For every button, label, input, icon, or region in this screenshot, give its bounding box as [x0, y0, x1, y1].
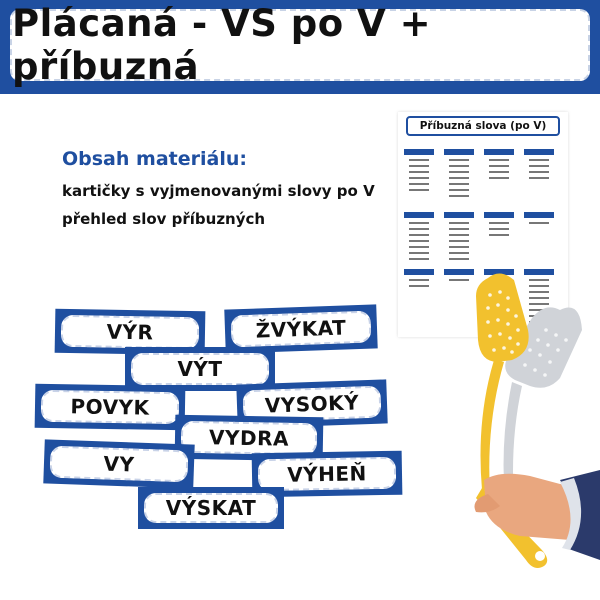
preview-word-line	[409, 246, 429, 248]
card-word: VÝT	[177, 357, 223, 381]
preview-word-line	[489, 165, 509, 167]
preview-word-line	[489, 222, 509, 224]
preview-word-line	[449, 258, 469, 260]
preview-word-line	[529, 171, 549, 173]
title-box: Plácaná - VS po V + příbuzná	[10, 2, 590, 88]
preview-word-line	[409, 177, 429, 179]
word-card-vyskat[interactable]: VÝSKAT	[138, 487, 284, 529]
preview-sheet-title: Příbuzná slova (po V)	[406, 116, 560, 136]
preview-word-line	[449, 228, 469, 230]
preview-word-line	[489, 177, 509, 179]
preview-word-line	[409, 171, 429, 173]
page-title: Plácaná - VS po V + příbuzná	[12, 2, 432, 88]
preview-column-header	[444, 212, 474, 218]
preview-column-header	[404, 212, 434, 218]
preview-word-line	[529, 165, 549, 167]
preview-word-line	[529, 285, 549, 287]
preview-word-line	[489, 228, 509, 230]
preview-column-header	[484, 269, 514, 275]
content-line-2: přehled slov příbuzných	[62, 210, 266, 228]
preview-column-header	[404, 269, 434, 275]
preview-column-header	[484, 212, 514, 218]
preview-word-line	[449, 183, 469, 185]
preview-word-line	[529, 297, 549, 299]
preview-word-line	[449, 171, 469, 173]
preview-word-line	[449, 240, 469, 242]
word-card-vyt[interactable]: VÝT	[125, 347, 275, 391]
preview-word-line	[529, 159, 549, 161]
preview-column-header	[484, 149, 514, 155]
preview-word-line	[409, 258, 429, 260]
grey-swatter-icon	[503, 307, 582, 502]
preview-word-line	[489, 159, 509, 161]
title-banner: Plácaná - VS po V + příbuzná	[0, 0, 600, 94]
preview-word-line	[409, 285, 429, 287]
preview-word-line	[529, 309, 549, 311]
preview-word-line	[409, 165, 429, 167]
preview-word-line	[449, 246, 469, 248]
preview-word-line	[449, 234, 469, 236]
preview-column-header	[524, 269, 554, 275]
preview-word-line	[449, 159, 469, 161]
preview-word-line	[409, 240, 429, 242]
preview-word-line	[529, 303, 549, 305]
preview-word-line	[409, 189, 429, 191]
preview-column-header	[524, 149, 554, 155]
preview-word-line	[529, 291, 549, 293]
preview-word-line	[489, 234, 509, 236]
preview-word-line	[409, 228, 429, 230]
preview-word-line	[449, 252, 469, 254]
preview-word-line	[409, 252, 429, 254]
preview-word-line	[449, 222, 469, 224]
preview-word-line	[409, 222, 429, 224]
preview-word-line	[449, 177, 469, 179]
preview-word-line	[449, 189, 469, 191]
preview-column-header	[524, 212, 554, 218]
hand-icon	[474, 470, 600, 560]
preview-word-line	[409, 159, 429, 161]
content-heading: Obsah materiálu:	[62, 148, 247, 170]
preview-column-header	[444, 149, 474, 155]
preview-word-line	[489, 171, 509, 173]
preview-word-line	[449, 279, 469, 281]
preview-word-line	[529, 279, 549, 281]
preview-word-line	[449, 195, 469, 197]
preview-column-header	[404, 149, 434, 155]
preview-word-line	[449, 165, 469, 167]
content-line-1: kartičky s vyjmenovanými slovy po V	[62, 182, 375, 200]
preview-word-line	[529, 222, 549, 224]
card-word: VÝSKAT	[165, 496, 257, 520]
preview-column-header	[444, 269, 474, 275]
preview-word-line	[409, 234, 429, 236]
preview-word-line	[409, 279, 429, 281]
preview-word-line	[409, 183, 429, 185]
preview-word-line	[529, 177, 549, 179]
